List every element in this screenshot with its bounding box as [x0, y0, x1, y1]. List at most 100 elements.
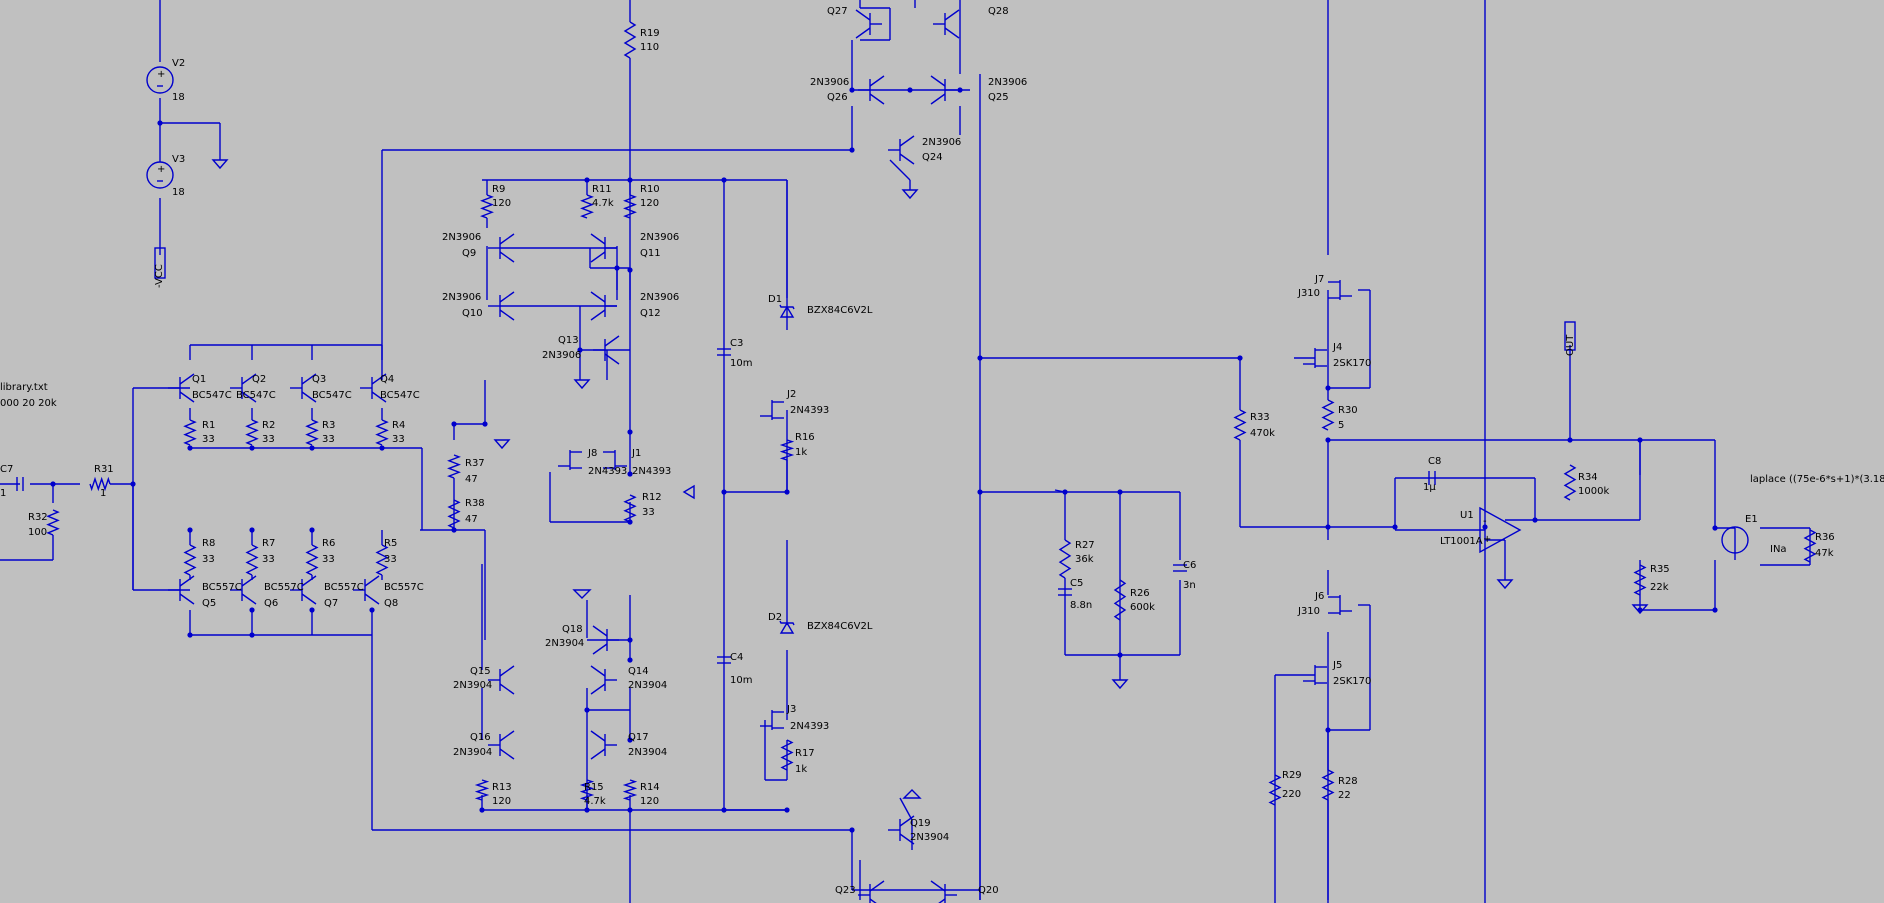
label-q7-ref: Q7	[324, 598, 338, 609]
label-r34-value: 1000k	[1578, 486, 1609, 497]
label-q15-value: 2N3904	[453, 680, 492, 691]
label-r13-ref: R13	[492, 782, 512, 793]
label-r13-value: 120	[492, 796, 511, 807]
label-q1-value: BC547C	[192, 390, 232, 401]
wires	[0, 0, 1811, 903]
label-v3-value: 18	[172, 187, 185, 198]
label-q1-ref: Q1	[192, 374, 206, 385]
label-q9-value: 2N3906	[442, 232, 481, 243]
label-r14-value: 120	[640, 796, 659, 807]
label-r6-value: 33	[322, 554, 335, 565]
label-q3-value: BC547C	[312, 390, 352, 401]
label-r35-ref: R35	[1650, 564, 1670, 575]
label-q28-ref: Q28	[988, 6, 1009, 17]
label-q11-ref: Q11	[640, 248, 661, 259]
label-c5-ref: C5	[1070, 578, 1083, 589]
label-c5-value: 8.8n	[1070, 600, 1092, 611]
label-r30-ref: R30	[1338, 405, 1358, 416]
label-r15-value: 4.7k	[584, 796, 606, 807]
label-r19-ref: R19	[640, 28, 660, 39]
label-r30-value: 5	[1338, 420, 1344, 431]
label-r4-ref: R4	[392, 420, 405, 431]
label-j3-ref: J3	[786, 704, 796, 715]
label-q20-value: 2N3904	[0, 0, 39, 3]
ina-net-label: INa	[1770, 544, 1787, 555]
label-q7-value: BC557C	[324, 582, 364, 593]
label-q2-value: BC547C	[236, 390, 276, 401]
label-q24-ref: Q24	[922, 152, 943, 163]
label-r32-value: 100	[28, 527, 47, 538]
label-q17-value: 2N3904	[628, 747, 667, 758]
label-r10-value: 120	[640, 198, 659, 209]
label-c7-value: 1	[0, 488, 6, 499]
label-r26-ref: R26	[1130, 588, 1150, 599]
label-r3-value: 33	[322, 434, 335, 445]
label-r3-ref: R3	[322, 420, 335, 431]
label-r1-value: 33	[202, 434, 215, 445]
label-r1-ref: R1	[202, 420, 215, 431]
label-r14-ref: R14	[640, 782, 660, 793]
label-r19-value: 110	[640, 42, 659, 53]
label-r28-ref: R28	[1338, 776, 1358, 787]
label-c7-ref: C7	[0, 464, 13, 475]
label-j8-value: 2N4393	[588, 466, 627, 477]
label-r33-value: 470k	[1250, 428, 1275, 439]
label-j1-value: 2N4393	[632, 466, 671, 477]
label-q12-ref: Q12	[640, 308, 661, 319]
label-e1-ref: E1	[1745, 514, 1758, 525]
label-q14-ref: Q14	[628, 666, 649, 677]
label-r38-ref: R38	[465, 498, 485, 509]
label-r35-value: 22k	[1650, 582, 1669, 593]
label-q20-ref: Q20	[978, 885, 999, 896]
svg-text:+: +	[1483, 534, 1491, 545]
laplace-text: laplace ((75e-6*s+1)*(3.180e-3*	[1750, 474, 1884, 485]
label-r33-ref: R33	[1250, 412, 1270, 423]
label-q8-ref: Q8	[384, 598, 398, 609]
label-r37-ref: R37	[465, 458, 485, 469]
label-r12-ref: R12	[642, 492, 662, 503]
label-q19-ref: Q19	[910, 818, 931, 829]
label-j8-ref: J8	[587, 448, 597, 459]
label-j1-ref: J1	[631, 448, 641, 459]
label-v3-ref: V3	[172, 154, 185, 165]
label-d2-ref: D2	[768, 612, 782, 623]
label-q13-ref: Q13	[558, 335, 579, 346]
label-q11-value: 2N3906	[640, 232, 679, 243]
junction-dots	[50, 87, 1718, 833]
label-r11-ref: R11	[592, 184, 612, 195]
label-r27-value: 36k	[1075, 554, 1094, 565]
out-net-label: OUT	[1565, 334, 1576, 356]
label-q25-value: 2N3906	[988, 77, 1027, 88]
label-q13-value: 2N3906	[542, 350, 581, 361]
label-r27-ref: R27	[1075, 540, 1095, 551]
label-q26-value: 2N3906	[810, 77, 849, 88]
label-r9-value: 120	[492, 198, 511, 209]
label-q10-ref: Q10	[462, 308, 483, 319]
label-q4-value: BC547C	[380, 390, 420, 401]
label-r36-value: 47k	[1815, 548, 1834, 559]
label-j7-value: J310	[1297, 288, 1320, 299]
label-r5-value: 33	[384, 554, 397, 565]
label-d1-ref: D1	[768, 294, 782, 305]
label-r31-ref: R31	[94, 464, 114, 475]
label-j6-value: J310	[1297, 606, 1320, 617]
label-j2-ref: J2	[786, 389, 796, 400]
label-c8-ref: C8	[1428, 456, 1441, 467]
svg-text:+: +	[157, 69, 165, 80]
label-r29-value: 220	[1282, 789, 1301, 800]
vcc-net-label: -VCC	[154, 264, 165, 288]
label-q5-ref: Q5	[202, 598, 216, 609]
label-d1-value: BZX84C6V2L	[807, 305, 873, 316]
label-u1-ref: U1	[1460, 510, 1474, 521]
label-c4-ref: C4	[730, 652, 743, 663]
label-q5-value: BC557C	[202, 582, 242, 593]
label-q27-ref: Q27	[827, 6, 848, 17]
label-r26-value: 600k	[1130, 602, 1155, 613]
label-q9-ref: Q9	[462, 248, 476, 259]
label-r37-value: 47	[465, 474, 478, 485]
label-r16-ref: R16	[795, 432, 815, 443]
label-r6-ref: R6	[322, 538, 335, 549]
label-q23-value: 2N3904	[0, 0, 39, 3]
